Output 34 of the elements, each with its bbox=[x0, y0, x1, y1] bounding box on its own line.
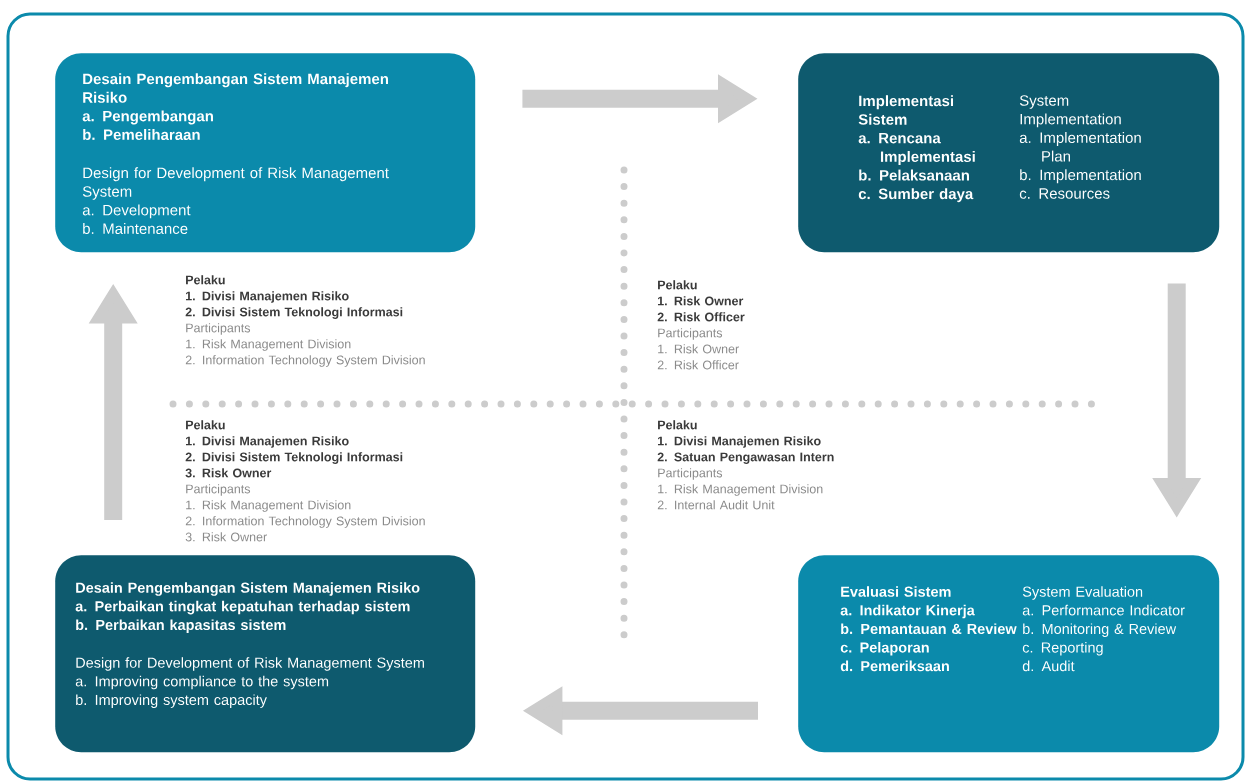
label: Participants bbox=[186, 484, 251, 496]
participant-list: Pelaku 1. Divisi Manajemen Risiko 2. Satuan Pengawasan Intern Participants 1. Risk Management Division 2. Internal Audit Unit bbox=[657, 420, 834, 510]
label: 2. Risk Officer bbox=[657, 360, 739, 370]
label: 2. Satuan Pengawasan Intern bbox=[657, 452, 834, 464]
label: Pelaku bbox=[186, 420, 225, 430]
label: Participants bbox=[658, 468, 723, 480]
participant-list: Pelaku 1. Divisi Manajemen Risiko 2. Divisi Sistem Teknologi Informasi Participants 1. Risk Management Division 2. Information Technology System Division bbox=[185, 275, 425, 367]
label: 2. Divisi Sistem Teknologi Informasi bbox=[185, 307, 403, 319]
label: 3. Risk Owner bbox=[185, 468, 272, 478]
label: 1. Risk Management Division bbox=[658, 484, 823, 496]
label: 1. Divisi Manajemen Risiko bbox=[185, 436, 349, 448]
label: 1. Risk Owner bbox=[657, 296, 744, 306]
label: 1. Risk Management Division bbox=[186, 339, 351, 351]
label: 1. Risk Management Division bbox=[186, 500, 351, 512]
process-box: Desain Pengembangan Sistem Manajemen Risiko a. Pengembangan b. Pemeliharaan Design for Development of Risk Management System a. Development b. Maintenance bbox=[55, 53, 476, 253]
label: 1. Divisi Manajemen Risiko bbox=[657, 436, 821, 448]
participant-list: Pelaku 1. Risk Owner 2. Risk Officer Participants 1. Risk Owner 2. Risk Officer bbox=[657, 280, 745, 370]
label: 2. Risk Officer bbox=[657, 312, 745, 322]
label: Pelaku bbox=[658, 420, 697, 430]
label: 2. Divisi Sistem Teknologi Informasi bbox=[185, 452, 403, 464]
process-box: Desain Pengembangan Sistem Manajemen Risiko a. Perbaikan tingkat kepatuhan terhadap sistem b. Perbaikan kapasitas sistem Design for Development of Risk Management System a. Improving compliance to the system b. Improving system capacity bbox=[55, 555, 476, 753]
label: 3. Risk Owner bbox=[185, 532, 267, 542]
label: 2. Internal Audit Unit bbox=[657, 500, 775, 510]
label: Participants bbox=[186, 323, 251, 335]
label: 1. Divisi Manajemen Risiko bbox=[185, 291, 349, 303]
label: 2. Information Technology System Division bbox=[185, 516, 425, 528]
label: Participants bbox=[658, 328, 723, 340]
label: Pelaku bbox=[658, 280, 697, 290]
process-box: Evaluasi Sistem a. Indikator Kinerja b. Pemantauan & Review c. Pelaporan d. Pemeriksaan System Evaluation a. Performance Indicator b. Monitoring & Review c. Reporting d. Audit bbox=[798, 555, 1220, 753]
label: 2. Information Technology System Division bbox=[185, 355, 425, 367]
label: Pelaku bbox=[186, 275, 225, 285]
label: 1. Risk Owner bbox=[658, 344, 739, 354]
process-box: Implementasi Sistem a. Rencana Implementasi b. Pelaksanaan c. Sumber daya System Implementation a. Implementation Plan b. Implementation c. Resources bbox=[798, 53, 1220, 253]
participant-list: Pelaku 1. Divisi Manajemen Risiko 2. Divisi Sistem Teknologi Informasi 3. Risk Owner Participants 1. Risk Management Division 2. Information Technology System Division 3. Risk Owner bbox=[185, 420, 425, 542]
